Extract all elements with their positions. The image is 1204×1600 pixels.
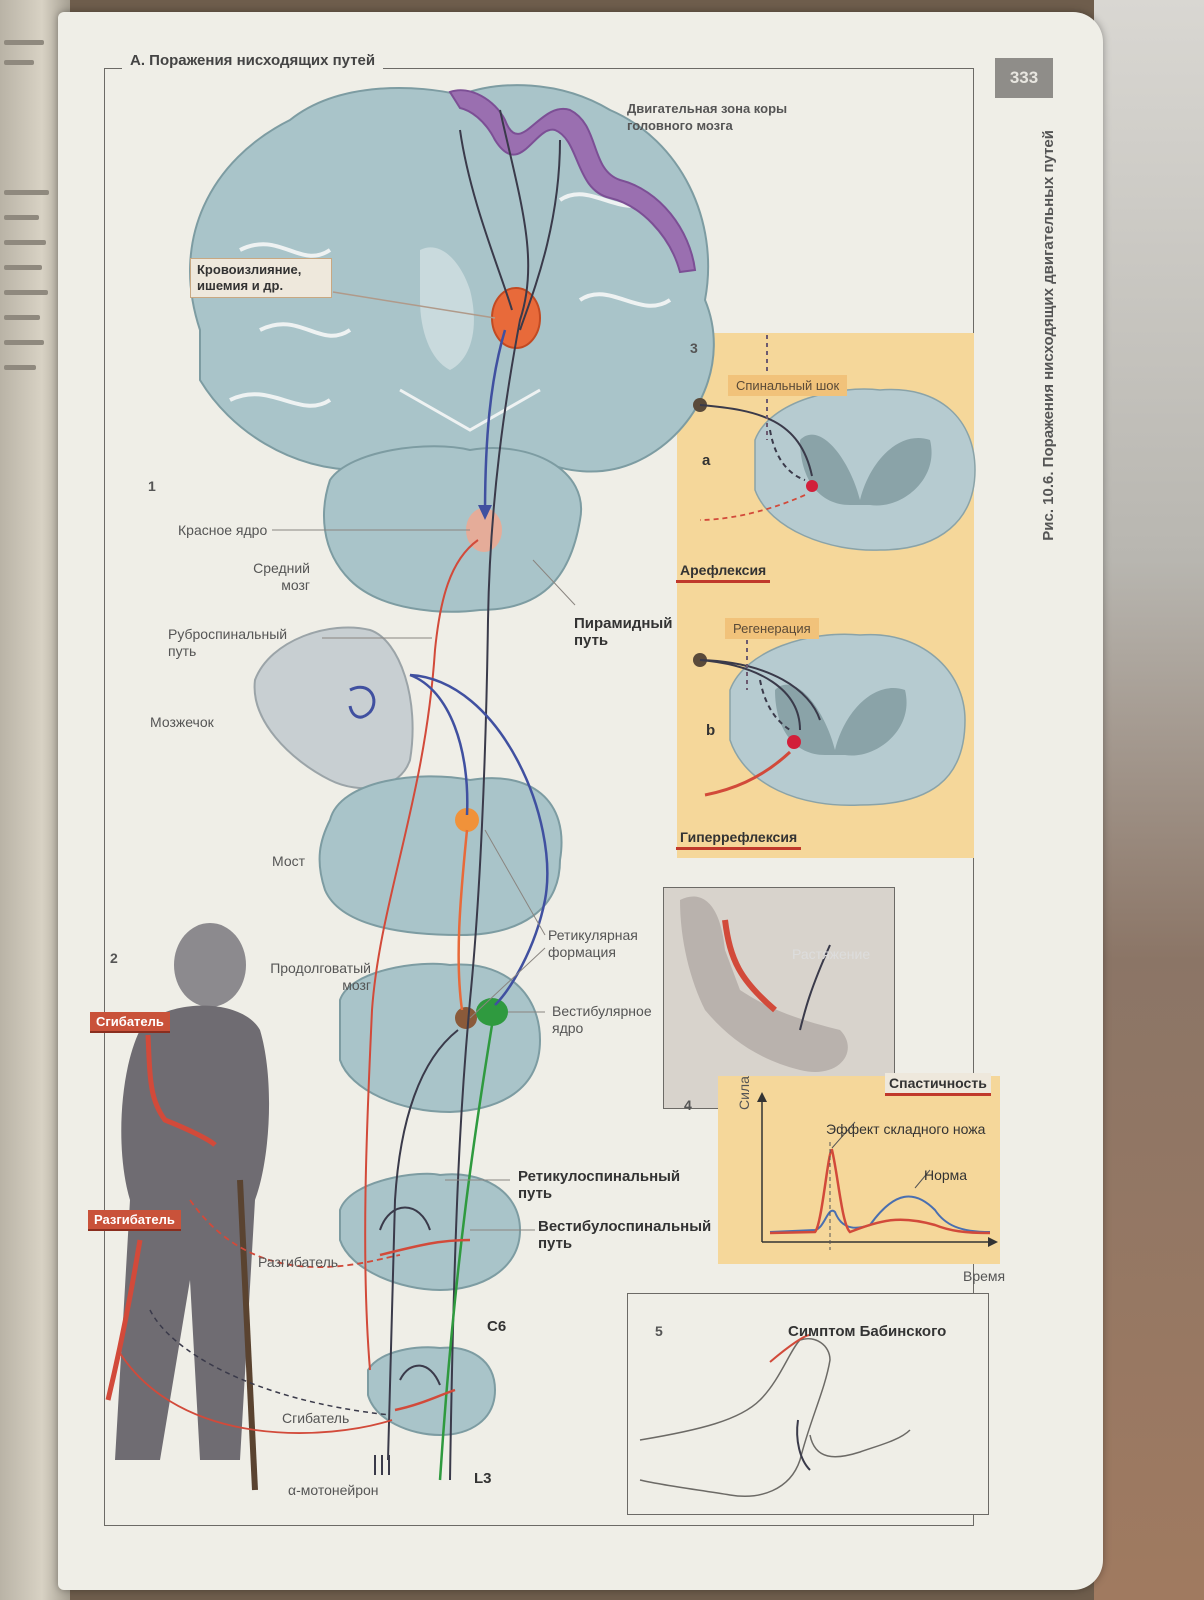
spinal-section-a: [693, 335, 976, 551]
clasp-knife-curve: [769, 1148, 991, 1235]
spinal-section-b: [693, 633, 966, 806]
section-title: A. Поражения нисходящих путей: [122, 52, 384, 69]
vestibular-nucleus-label: Вестибулярное ядро: [552, 1003, 652, 1036]
extensor-tag: Разгибатель: [88, 1210, 181, 1231]
flexor-tag: Сгибатель: [90, 1012, 170, 1033]
red-nucleus-arrow: [478, 505, 492, 520]
pons-label: Мост: [272, 853, 306, 869]
spinal-cord-l3: [367, 1346, 497, 1437]
cerebellum-label: Мозжечок: [150, 714, 214, 730]
arm-photo: [680, 896, 848, 1072]
spinal-shock-tag: Спинальный шок: [728, 375, 848, 396]
rubrospinal-tract: [364, 539, 479, 1371]
midbrain-section: [323, 445, 583, 613]
c6-reflex-arc: [379, 1238, 471, 1257]
areflexia-label: Арефлексия: [676, 560, 771, 583]
motor-cortex-label: Двигательная зона коры головного мозга: [627, 101, 788, 133]
reticulospinal-label: Ретикулоспинальный путь: [518, 1168, 681, 1202]
c6-label: C6: [487, 1318, 507, 1335]
stretch-label: Растяжение: [792, 946, 871, 962]
cerebellar-pathway: [409, 673, 469, 816]
reticular-nucleus-medulla: [455, 1007, 477, 1029]
medulla-label: Продолговатый мозг: [270, 960, 371, 993]
vestibulospinal-tract: [438, 1024, 494, 1481]
spasticity-label: Спастичность: [885, 1073, 991, 1096]
spinal-cord-c6: [339, 1172, 522, 1292]
panel-5-frame: [627, 1293, 989, 1515]
hyperreflexia-label: Гиперрефлексия: [676, 827, 802, 850]
pyramidal-tract: [449, 109, 561, 1481]
reticular-nucleus-pons: [455, 808, 479, 832]
background-surface: [1094, 0, 1204, 1600]
vestibular-nucleus: [476, 998, 508, 1026]
vestibulospinal-label: Вестибулоспинальный путь: [538, 1218, 712, 1252]
panel-2-number: 2: [110, 950, 118, 966]
alpha-motoneuron-label: α-мотонейрон: [288, 1482, 379, 1498]
cortex-to-red-nucleus: [483, 329, 507, 516]
reticulospinal-tract: [457, 829, 469, 1011]
page-number: 333: [995, 58, 1053, 98]
babinski-label: Симптом Бабинского: [788, 1323, 947, 1340]
norm-label: Норма: [924, 1167, 968, 1183]
pyramidal-label: Пирамидный путь: [574, 615, 673, 649]
l3-reflex-arc: [394, 1388, 456, 1412]
flexor-label: Сгибатель: [282, 1410, 350, 1426]
l3-label: L3: [474, 1470, 492, 1487]
cerebellum: [253, 626, 414, 790]
pons-section: [318, 775, 563, 937]
panel-4-graph-background: [718, 1076, 1000, 1264]
extensor-label: Разгибатель: [258, 1254, 339, 1270]
panel-5-number: 5: [655, 1323, 663, 1339]
x-axis-label: Время: [963, 1268, 1006, 1284]
midbrain-label: Средний мозг: [253, 560, 310, 593]
lesion-label: Кровоизлияние, ишемия и др.: [190, 258, 332, 298]
patient-illustration: [105, 923, 401, 1491]
red-nucleus-label: Красное ядро: [178, 522, 268, 538]
panel-3-number: 3: [690, 340, 698, 356]
y-axis-label: Сила: [736, 1076, 752, 1110]
clasp-knife-label: Эффект складного ножа: [826, 1121, 986, 1137]
label-a: a: [702, 452, 711, 469]
reticular-label: Ретикулярная формация: [548, 927, 638, 960]
panel-1-number: 1: [148, 478, 156, 494]
regeneration-tag: Регенерация: [725, 618, 819, 639]
label-b: b: [706, 722, 716, 739]
rubrospinal-label: Руброспинальный путь: [168, 626, 288, 659]
force-time-graph: [757, 1092, 998, 1250]
norm-curve: [769, 1195, 991, 1233]
reticulospinal-descending: [387, 1029, 459, 1461]
panel-4-number: 4: [684, 1097, 692, 1113]
foot-illustration: [639, 1334, 911, 1497]
